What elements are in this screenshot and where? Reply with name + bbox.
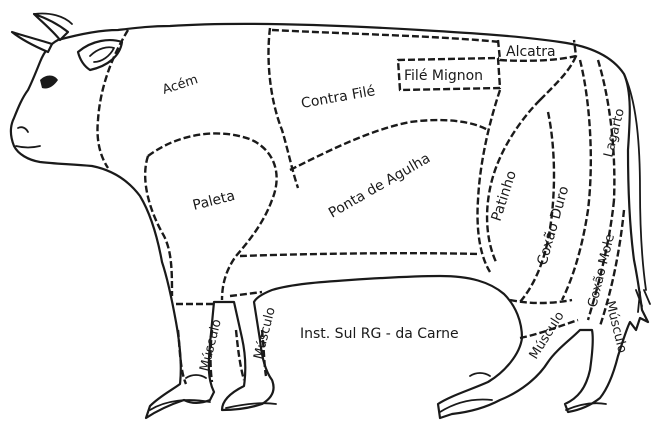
horn-right-shape: [12, 32, 52, 52]
credit-text: Inst. Sul RG - da Carne: [300, 326, 459, 342]
label-alcatra: Alcatra: [506, 44, 556, 60]
dewclaw-hind: [470, 373, 490, 376]
label-file-mignon: Filé Mignon: [404, 68, 483, 84]
